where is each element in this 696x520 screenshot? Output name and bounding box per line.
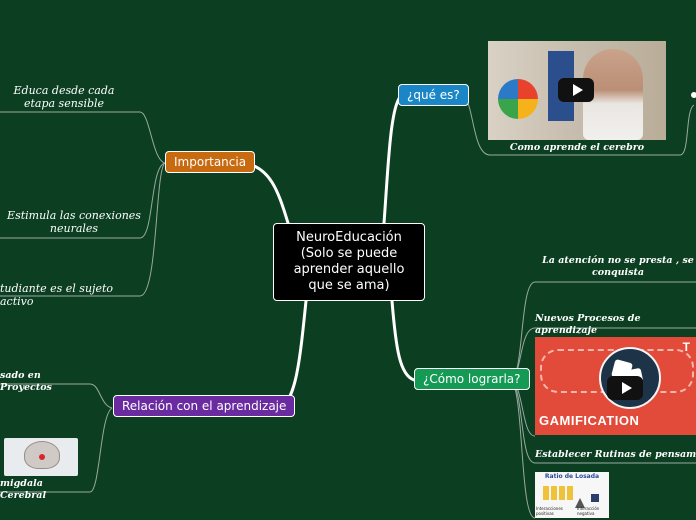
losada-faces — [543, 486, 573, 500]
leaf-amigdala[interactable]: migdala Cerebral — [0, 478, 47, 501]
leaf-educa[interactable]: Educa desde cada etapa sensible — [13, 84, 115, 110]
central-line-4: que se ama) — [308, 278, 390, 293]
central-topic[interactable]: NeuroEducación (Solo se puede aprender a… — [273, 223, 425, 301]
topic-importancia[interactable]: Importancia — [165, 151, 256, 173]
topic-como-lograrla[interactable]: ¿Cómo lograrla? — [414, 368, 530, 390]
image-amigdala[interactable] — [4, 438, 78, 476]
play-icon[interactable] — [558, 78, 594, 102]
losada-title: Ratio de Losada — [544, 473, 600, 480]
video-bg-circle — [498, 79, 538, 119]
video-thumbnail-gamification[interactable]: GAMIFICATION T — [535, 337, 696, 435]
central-line-1: NeuroEducación — [296, 230, 402, 245]
gamification-banner: GAMIFICATION — [539, 413, 640, 428]
play-icon-gamification[interactable] — [607, 376, 643, 400]
image-ratio-losada[interactable]: Ratio de Losada Interacciones positivas … — [535, 472, 609, 518]
losada-neg — [591, 494, 599, 502]
leaf-proyectos[interactable]: sado en Proyectos — [0, 370, 52, 393]
branch-que-es — [382, 95, 402, 225]
branch-relacion — [278, 299, 308, 410]
losada-left: Interacciones positivas — [536, 506, 563, 516]
branch-como — [390, 299, 416, 382]
losada-triangle-icon — [575, 498, 585, 508]
caption-como-aprende[interactable]: Como aprende el cerebro — [509, 142, 645, 153]
losada-right: Interacción negativa — [577, 506, 600, 516]
leaf-nuevos-procesos[interactable]: Nuevos Procesos de aprendizaje — [535, 313, 641, 336]
central-line-2: (Solo se puede — [300, 246, 398, 261]
leaf-atencion[interactable]: La atención no se presta , se conquista — [542, 255, 694, 278]
topic-relacion-aprendizaje[interactable]: Relación con el aprendizaje — [113, 395, 296, 417]
central-line-3: aprender aquello — [293, 262, 405, 277]
leaf-estimula[interactable]: Estimula las conexiones neurales — [7, 209, 141, 235]
topic-que-es[interactable]: ¿qué es? — [398, 84, 469, 106]
amigdala-dot — [39, 454, 45, 460]
gamification-corner: T — [682, 340, 690, 354]
video-thumbnail-como-aprende[interactable] — [488, 41, 666, 140]
leaf-rutinas[interactable]: Establecer Rutinas de pensamiento — [535, 449, 696, 460]
leaf-estudiante[interactable]: tudiante es el sujeto activo — [0, 282, 114, 308]
